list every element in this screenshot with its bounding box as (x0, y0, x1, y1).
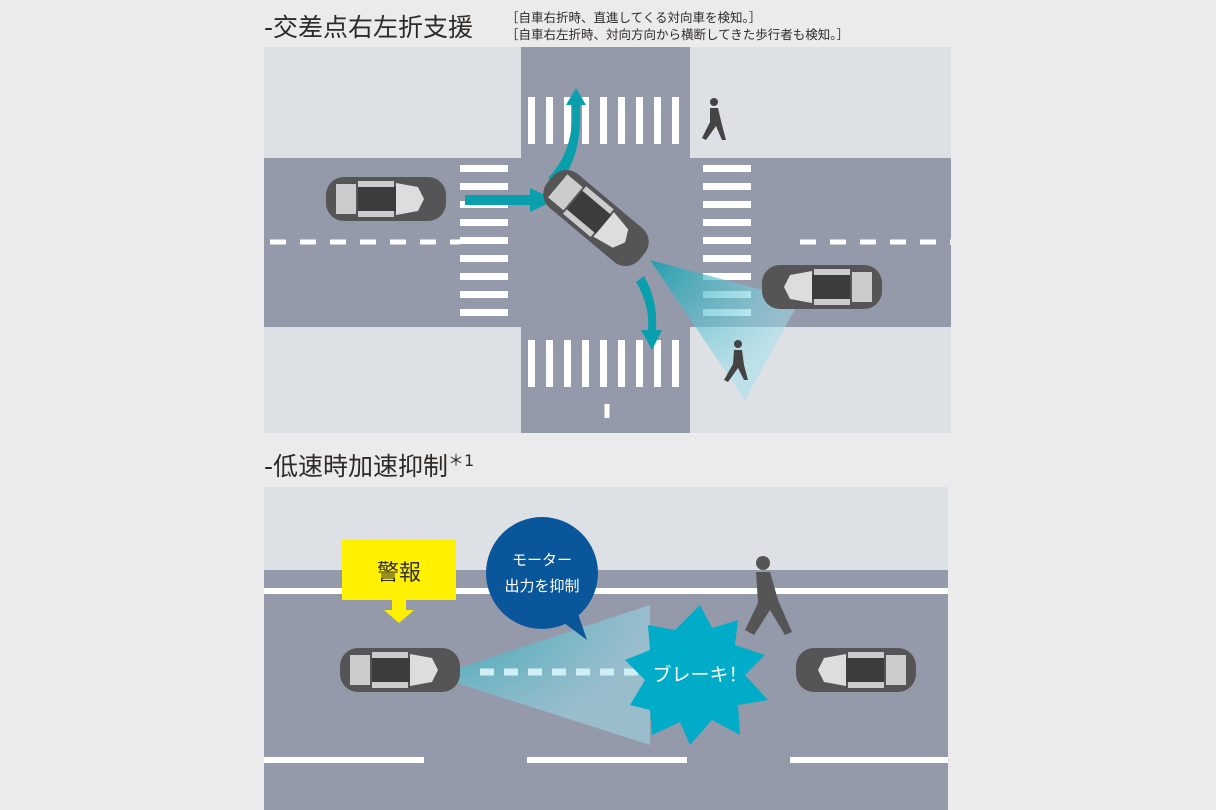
sensor-range (435, 605, 650, 745)
ego-car (340, 648, 460, 692)
footnote-mark: ＊1 (448, 451, 475, 470)
low-speed-diagram (264, 487, 948, 810)
section-title-text: -低速時加速抑制 (264, 452, 449, 481)
crosswalks (460, 97, 751, 387)
down-arrow-icon (384, 600, 414, 623)
parked-car (796, 648, 916, 692)
note-pedestrian: ［自車右左折時、対向方向から横断してきた歩行者も検知。］ (506, 27, 850, 42)
speech-bubble (486, 517, 598, 629)
intersection-diagram (264, 47, 951, 433)
brake-label: ブレーキ！ (652, 664, 748, 686)
warning-box (342, 540, 456, 600)
ego-car-left (326, 177, 446, 221)
brake-burst (625, 605, 768, 745)
bubble-line1: モーター (511, 551, 572, 569)
note-oncoming-car: ［自車右折時、直進してくる対向車を検知。］ (506, 10, 762, 25)
pedestrian-icon (702, 98, 748, 382)
bubble-line2: 出力を抑制 (504, 577, 580, 595)
section-title-intersection: -交差点右左折支援 (264, 13, 474, 42)
oncoming-car (762, 265, 882, 309)
motor-suppress-text: モーター 出力を抑制 (486, 547, 598, 599)
pedestrian-icon (745, 556, 792, 635)
warning-label: 警報 (376, 561, 421, 586)
turn-arrows (465, 88, 662, 350)
section-title-low-speed: -低速時加速抑制＊1 (264, 447, 474, 483)
